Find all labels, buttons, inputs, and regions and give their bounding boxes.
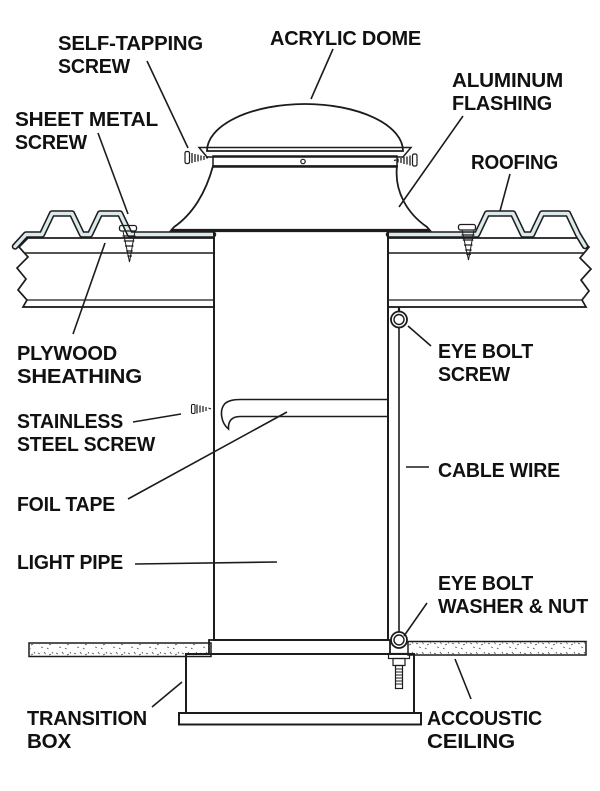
leader-roofing <box>499 173 511 212</box>
self-tapping-screw-left-graphic <box>184 150 209 165</box>
light-pipe-graphic <box>213 230 389 641</box>
leader-eye-bolt-washer-nut <box>403 602 428 637</box>
stainless-steel-screw-graphic <box>190 403 212 415</box>
leader-transition-box <box>151 681 183 708</box>
label-transition-box-2: BOX <box>27 731 72 753</box>
label-sheet-metal-screw: SHEET METAL <box>15 109 158 131</box>
leader-accoustic-ceiling <box>454 658 472 700</box>
label-roofing: ROOFING <box>471 152 558 174</box>
leader-light-pipe <box>134 561 278 565</box>
leader-plywood-sheathing <box>72 242 106 335</box>
label-eye-bolt-washer-nut: EYE BOLT <box>438 573 533 595</box>
weep-hole <box>300 158 306 165</box>
leader-acrylic-dome <box>310 48 334 100</box>
label-self-tapping-screw: SELF-TAPPING <box>58 33 203 55</box>
eye-bolt-washer-nut-graphic <box>387 631 411 690</box>
transition-box-lip <box>178 712 422 726</box>
acoustic-ceiling-right <box>407 640 587 656</box>
label-light-pipe: LIGHT PIPE <box>17 552 123 574</box>
label-aluminum-flashing: ALUMINUM <box>452 70 563 92</box>
label-foil-tape: FOIL TAPE <box>17 494 115 516</box>
self-tapping-screw-right-graphic <box>393 153 418 167</box>
label-acrylic-dome: ACRYLIC DOME <box>270 28 421 50</box>
acoustic-ceiling-left <box>28 642 212 658</box>
dome-rim <box>197 146 413 158</box>
roofing-left <box>11 210 217 250</box>
sheet-metal-screw-right-graphic <box>457 223 477 261</box>
leader-stainless-steel-screw <box>132 413 182 423</box>
aluminum-flashing-graphic <box>169 165 432 233</box>
label-stainless-steel-screw: STAINLESS <box>17 411 123 433</box>
label-accoustic-ceiling: ACCOUSTIC <box>427 708 542 730</box>
leader-eye-bolt-screw <box>407 325 432 347</box>
ceiling-flange <box>208 639 391 655</box>
label-sheet-metal-screw-2: SCREW <box>15 132 87 154</box>
label-stainless-steel-screw-2: STEEL SCREW <box>17 434 155 456</box>
leader-sheet-metal-screw <box>97 132 129 215</box>
sheet-metal-screw-left-graphic <box>118 224 138 263</box>
label-plywood-sheathing-2: SHEATHING <box>17 366 142 388</box>
eye-bolt-screw-graphic <box>390 306 408 329</box>
plywood-sheathing-left <box>15 237 215 308</box>
dome-base-band <box>212 155 398 168</box>
leader-foil-tape <box>127 411 288 500</box>
acrylic-dome-graphic <box>206 103 404 152</box>
label-aluminum-flashing-2: FLASHING <box>452 93 552 115</box>
transition-box-graphic <box>185 653 415 714</box>
foil-tape-graphic <box>220 398 389 431</box>
label-plywood-sheathing: PLYWOOD <box>17 343 117 365</box>
roofing-right <box>385 210 589 250</box>
label-cable-wire: CABLE WIRE <box>438 460 560 482</box>
label-self-tapping-screw-2: SCREW <box>58 56 130 78</box>
plywood-sheathing-right <box>387 237 593 308</box>
label-eye-bolt-screw-2: SCREW <box>438 364 510 386</box>
label-transition-box: TRANSITION <box>27 708 147 730</box>
leader-aluminum-flashing <box>398 115 464 208</box>
label-accoustic-ceiling-2: CEILING <box>427 731 515 753</box>
label-eye-bolt-washer-nut-2: WASHER & NUT <box>438 596 588 618</box>
leader-self-tapping-screw <box>146 60 189 149</box>
label-eye-bolt-screw: EYE BOLT <box>438 341 533 363</box>
